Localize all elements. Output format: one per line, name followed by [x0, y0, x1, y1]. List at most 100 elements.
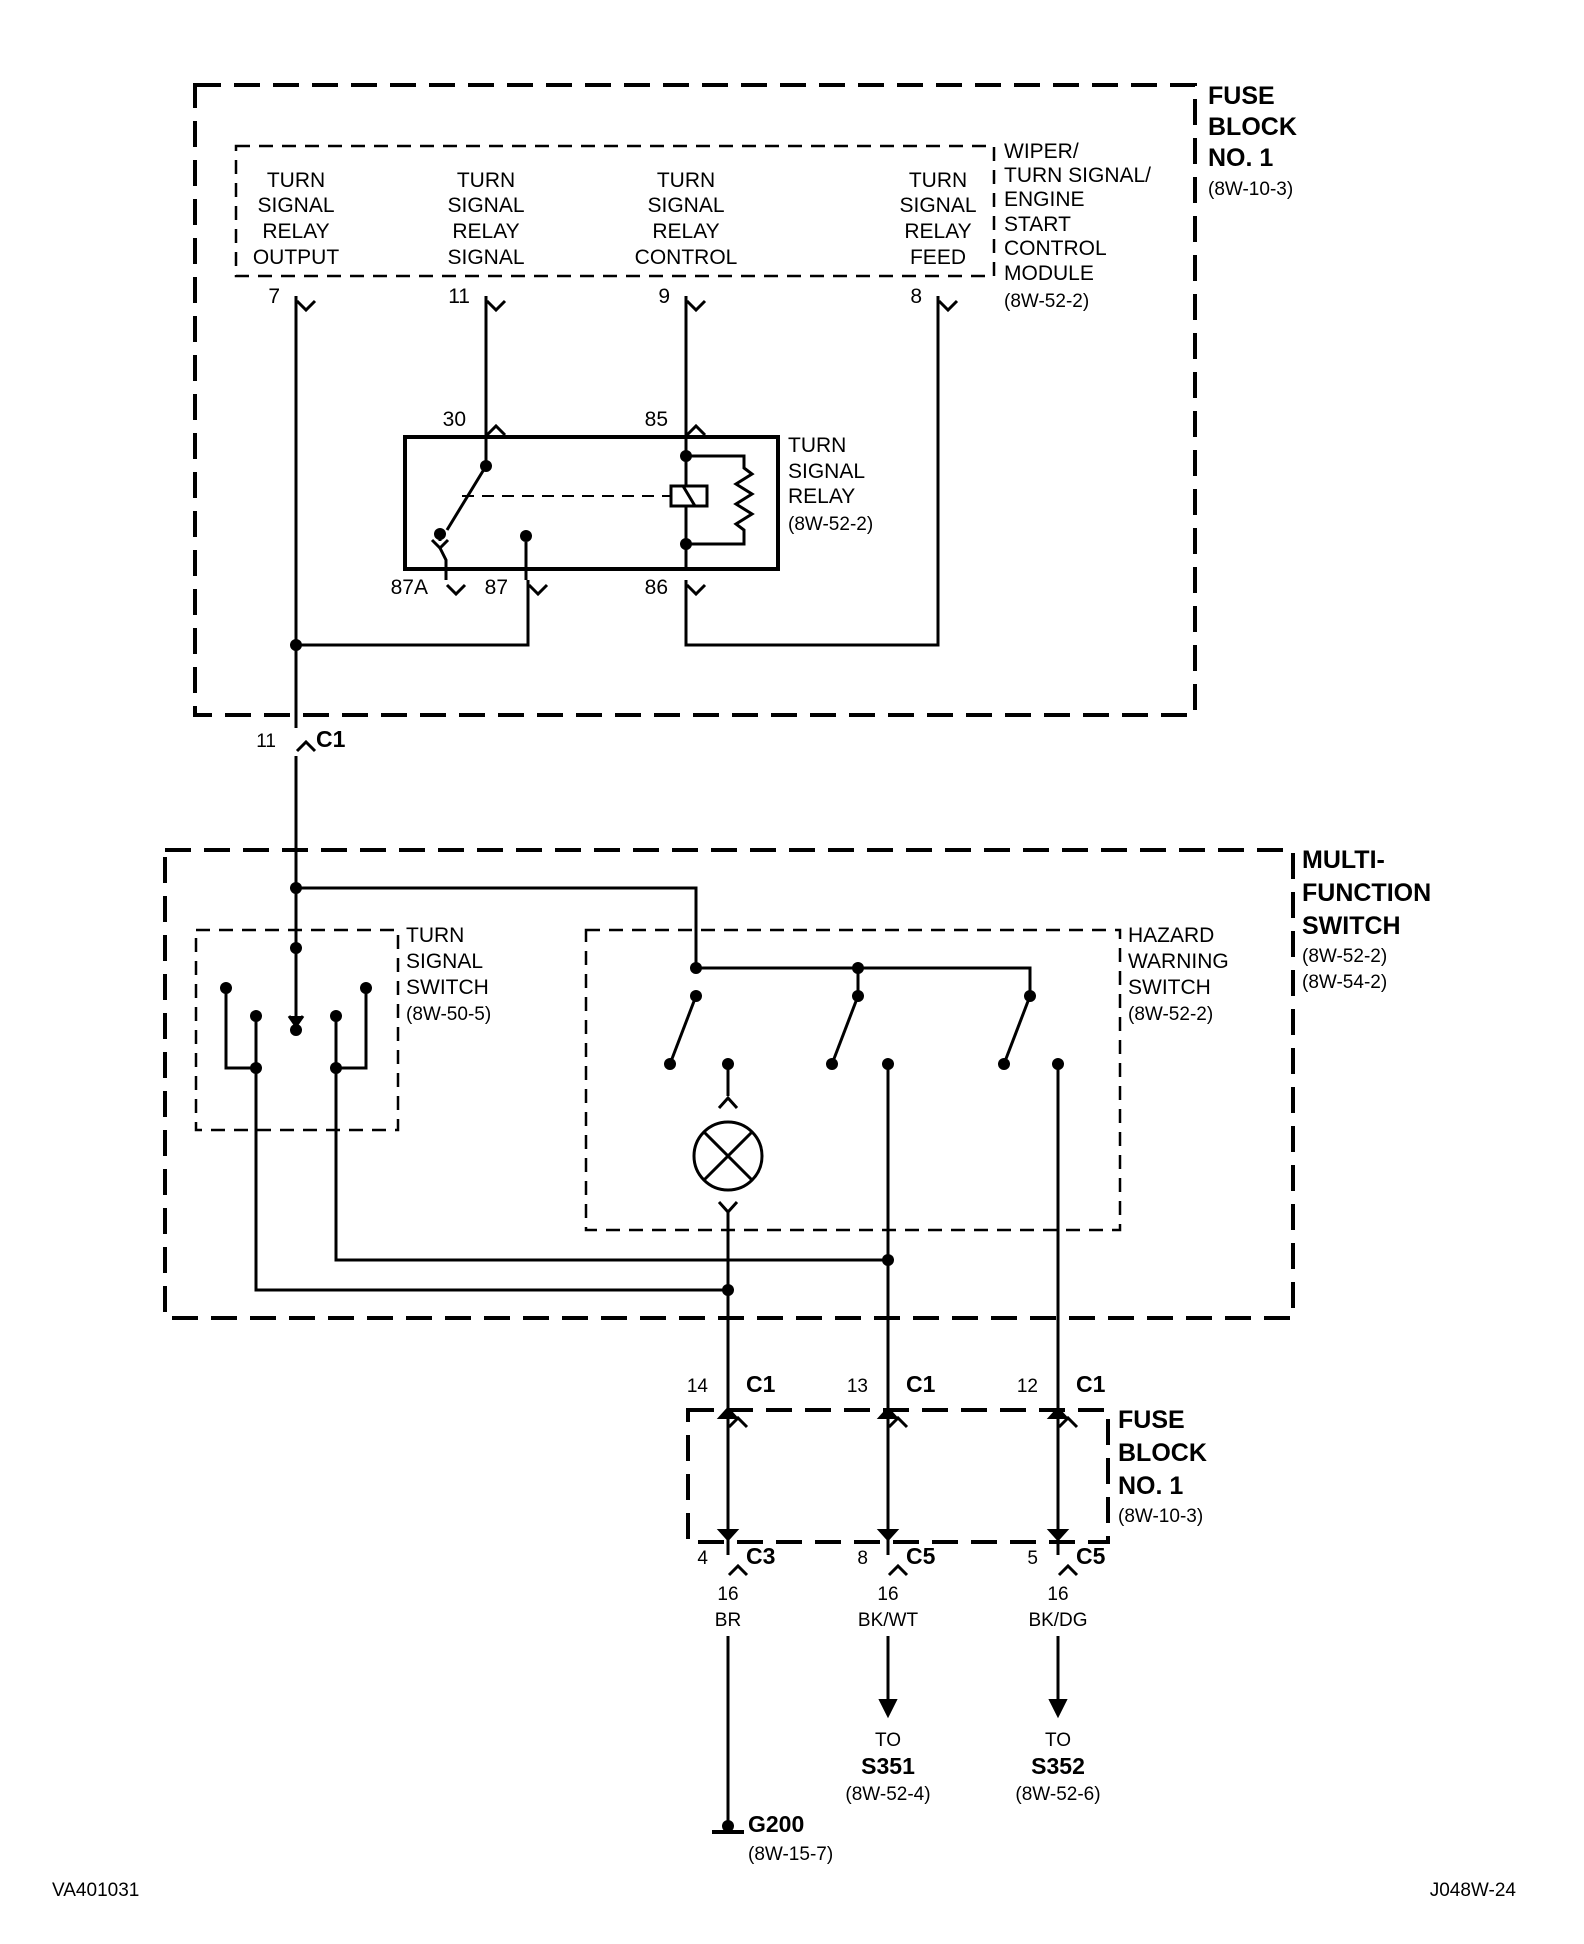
control-module-boundary [234, 144, 996, 278]
svg-text:C1: C1 [906, 1371, 936, 1397]
svg-text:87: 87 [485, 576, 508, 599]
svg-text:START: START [1004, 213, 1071, 236]
wire-labels: 16 BR 16 BK/WT 16 BK/DG [715, 1584, 1088, 1631]
svg-text:(8W-10-3): (8W-10-3) [1208, 179, 1293, 200]
top-block-wiring [290, 296, 940, 728]
pin-label-relay-control: TURN SIGNAL RELAY CONTROL [635, 169, 738, 269]
module-pin-terminals [295, 299, 959, 312]
svg-text:TURN: TURN [457, 169, 515, 192]
svg-text:8: 8 [910, 285, 922, 308]
pin-label-relay-signal: TURN SIGNAL RELAY SIGNAL [447, 169, 524, 269]
output-wires [726, 1636, 1068, 1832]
svg-text:13: 13 [847, 1376, 868, 1397]
svg-text:RELAY: RELAY [904, 220, 971, 243]
footer-right-code: J048W-24 [1430, 1880, 1517, 1901]
svg-text:S351: S351 [861, 1753, 915, 1779]
svg-text:TURN: TURN [909, 169, 967, 192]
control-module-label: WIPER/ TURN SIGNAL/ ENGINE START CONTROL… [1004, 140, 1151, 312]
fuse-block-top-title: FUSE BLOCK NO. 1 (8W-10-3) [1208, 82, 1297, 200]
svg-text:SIGNAL: SIGNAL [406, 950, 483, 973]
svg-text:RELAY: RELAY [262, 220, 329, 243]
svg-text:SIGNAL: SIGNAL [647, 194, 724, 217]
svg-text:MODULE: MODULE [1004, 262, 1094, 285]
hazard-lamp-icon [692, 1095, 764, 1215]
ground-icon [712, 1820, 744, 1834]
svg-text:16: 16 [717, 1584, 738, 1605]
svg-text:4: 4 [697, 1548, 708, 1569]
bottom-block-top-connector-labels: 14 C1 13 C1 12 C1 [687, 1371, 1106, 1397]
multifunction-switch-wiring [254, 1064, 1060, 1400]
connector-c1-11-pin: 11 [256, 731, 276, 752]
svg-text:TO: TO [875, 1730, 901, 1751]
fuse-block-bottom-title: FUSE BLOCK NO. 1 (8W-10-3) [1118, 1406, 1207, 1527]
turn-signal-switch-label: TURN SIGNAL SWITCH (8W-50-5) [406, 924, 491, 1025]
svg-text:C5: C5 [1076, 1543, 1106, 1569]
svg-text:(8W-10-3): (8W-10-3) [1118, 1506, 1203, 1527]
svg-text:(8W-54-2): (8W-54-2) [1302, 972, 1387, 993]
hazard-switch-boundary [584, 928, 1122, 1232]
svg-text:SIGNAL: SIGNAL [257, 194, 334, 217]
turn-signal-relay-box [403, 435, 780, 571]
svg-text:16: 16 [877, 1584, 898, 1605]
pin-label-relay-feed: TURN SIGNAL RELAY FEED [899, 169, 976, 269]
svg-text:FUNCTION: FUNCTION [1302, 879, 1431, 907]
fuse-block-bottom-boundary [686, 1408, 1110, 1544]
svg-text:8: 8 [857, 1548, 868, 1569]
svg-text:HAZARD: HAZARD [1128, 924, 1214, 947]
svg-text:BLOCK: BLOCK [1208, 113, 1297, 141]
svg-text:(8W-52-2): (8W-52-2) [1128, 1004, 1213, 1025]
svg-text:WIPER/: WIPER/ [1004, 140, 1079, 163]
svg-text:MULTI-: MULTI- [1302, 846, 1385, 874]
svg-text:C5: C5 [906, 1543, 936, 1569]
svg-text:RELAY: RELAY [652, 220, 719, 243]
svg-text:CONTROL: CONTROL [1004, 237, 1107, 260]
fuse-block-top-boundary [193, 83, 1197, 717]
svg-text:NO. 1: NO. 1 [1208, 144, 1273, 172]
svg-text:85: 85 [645, 408, 668, 431]
ground-ref: (8W-15-7) [748, 1844, 833, 1865]
destination-s351: TO S351 (8W-52-4) [845, 1730, 930, 1805]
turn-signal-switch-contacts [220, 756, 372, 1074]
svg-text:FEED: FEED [910, 246, 966, 269]
svg-text:C1: C1 [1076, 1371, 1106, 1397]
svg-text:(8W-52-2): (8W-52-2) [788, 514, 873, 535]
svg-text:7: 7 [268, 285, 280, 308]
connector-c1-11-name: C1 [316, 726, 346, 752]
svg-text:BK/DG: BK/DG [1028, 1610, 1087, 1631]
bottom-block-pass-throughs [716, 1400, 1079, 1577]
svg-text:FUSE: FUSE [1208, 82, 1275, 110]
svg-text:11: 11 [448, 285, 470, 308]
svg-text:C3: C3 [746, 1543, 775, 1569]
svg-text:C1: C1 [746, 1371, 776, 1397]
connector-c1-11 [295, 740, 317, 753]
svg-text:RELAY: RELAY [788, 485, 855, 508]
svg-text:BR: BR [715, 1610, 741, 1631]
svg-text:TURN: TURN [267, 169, 325, 192]
svg-text:NO. 1: NO. 1 [1118, 1472, 1183, 1500]
svg-text:SWITCH: SWITCH [1302, 912, 1401, 940]
multifunction-switch-title: MULTI- FUNCTION SWITCH (8W-52-2) (8W-54-… [1302, 846, 1431, 993]
hazard-switch-contacts [296, 886, 1064, 1096]
module-pin-numbers: 7 11 9 8 [268, 285, 922, 308]
svg-text:RELAY: RELAY [452, 220, 519, 243]
svg-text:OUTPUT: OUTPUT [253, 246, 340, 269]
svg-text:TO: TO [1045, 1730, 1071, 1751]
svg-text:16: 16 [1047, 1584, 1068, 1605]
svg-text:TURN: TURN [657, 169, 715, 192]
svg-text:FUSE: FUSE [1118, 1406, 1185, 1434]
turn-signal-relay-label: TURN SIGNAL RELAY (8W-52-2) [788, 434, 873, 535]
svg-text:BK/WT: BK/WT [858, 1610, 919, 1631]
svg-text:SIGNAL: SIGNAL [447, 194, 524, 217]
svg-text:87A: 87A [391, 576, 428, 599]
svg-text:CONTROL: CONTROL [635, 246, 738, 269]
svg-text:ENGINE: ENGINE [1004, 188, 1085, 211]
svg-text:TURN: TURN [406, 924, 464, 947]
svg-text:SIGNAL: SIGNAL [788, 460, 865, 483]
svg-text:(8W-52-4): (8W-52-4) [845, 1784, 930, 1805]
svg-text:S352: S352 [1031, 1753, 1085, 1779]
svg-text:(8W-52-6): (8W-52-6) [1015, 1784, 1100, 1805]
svg-text:14: 14 [687, 1376, 709, 1397]
svg-text:(8W-52-2): (8W-52-2) [1004, 291, 1089, 312]
footer-left-code: VA401031 [52, 1880, 139, 1901]
svg-text:5: 5 [1027, 1548, 1038, 1569]
